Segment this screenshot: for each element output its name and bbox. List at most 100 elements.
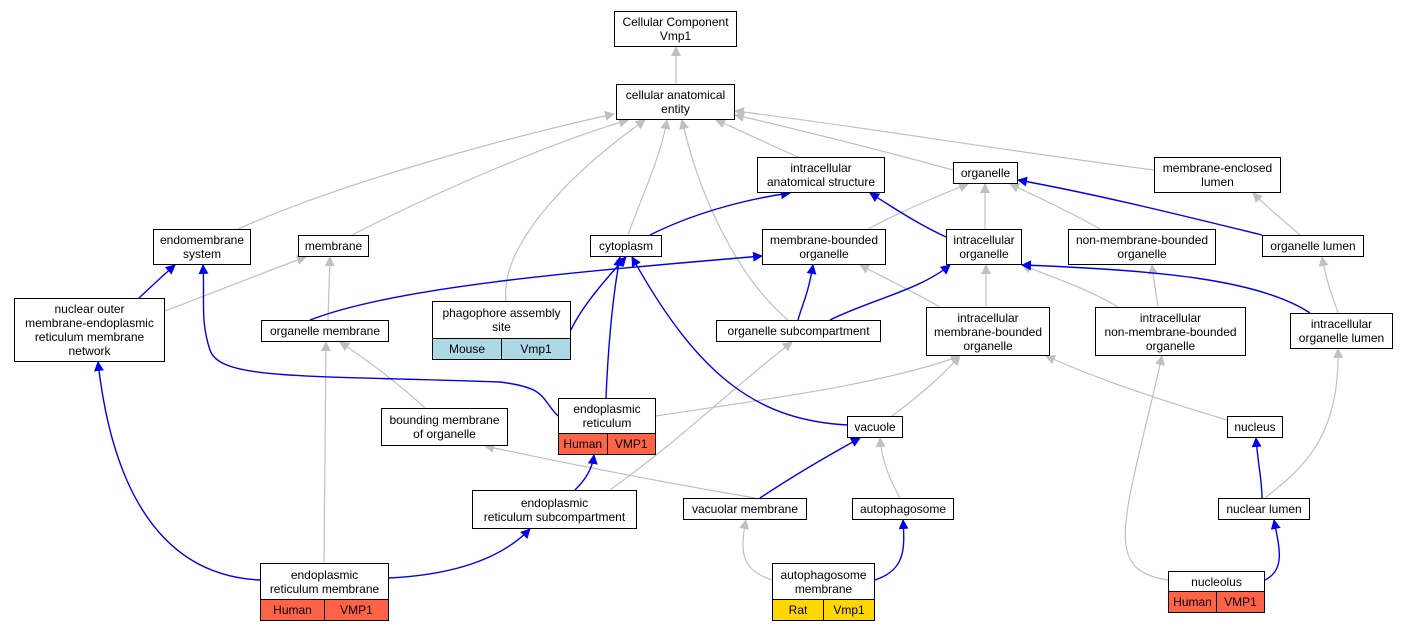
node-label-line: organelle subcompartment [727, 324, 870, 338]
node-nucleus[interactable]: nucleus [1227, 416, 1283, 438]
part-of-edge [94, 361, 261, 581]
is-a-edge [734, 107, 1155, 171]
node-label-line: reticulum membrane [34, 330, 145, 344]
part-of-edge [309, 251, 763, 321]
node-label-line: site [492, 320, 511, 334]
is-a-edge [484, 443, 756, 499]
is-a-edge [655, 354, 961, 417]
node-label-line: intracellular [1310, 317, 1373, 331]
is-a-edge [891, 355, 961, 417]
part-of-edge [1251, 437, 1263, 499]
node-label-line: organelle [799, 247, 849, 261]
part-of-edge [388, 528, 531, 579]
node-organelle[interactable]: organelle [953, 162, 1018, 184]
is-a-edge [627, 119, 671, 236]
node-label-line: Cellular Component [622, 15, 729, 29]
node-label-line: intracellular [790, 161, 852, 175]
is-a-edge [734, 112, 954, 171]
node-label-line: reticulum [582, 416, 632, 430]
node-label-line: cytoplasm [598, 239, 654, 253]
node-label-line: non-membrane-bounded [1104, 324, 1237, 339]
is-a-edge [715, 118, 799, 158]
gene-symbol-tag: VMP1 [606, 434, 656, 454]
is-a-edge [1264, 348, 1344, 499]
node-nuclear-lumen[interactable]: nuclear lumen [1218, 498, 1310, 520]
is-a-edge [351, 117, 629, 236]
node-label-line: organelle [960, 166, 1011, 180]
is-a-edge [1318, 256, 1339, 314]
node-label-line: endoplasmic [520, 495, 589, 510]
node-label-line: nuclear outer [54, 302, 125, 316]
part-of-edge [797, 264, 817, 321]
node-organelle-lumen[interactable]: organelle lumen [1262, 235, 1364, 257]
is-a-edge [1252, 192, 1301, 236]
node-label-line: organelle [959, 247, 1009, 261]
is-a-edge [875, 437, 901, 499]
is-a-edge [324, 256, 335, 321]
part-of-edge [1264, 519, 1281, 581]
node-label-line: membrane [794, 581, 853, 596]
node-label-line: membrane-enclosed [1162, 161, 1273, 175]
node-label-line: nucleolus [1191, 574, 1242, 589]
part-of-edge [138, 264, 176, 299]
node-label-line: anatomical structure [766, 175, 876, 189]
node-vacuole[interactable]: vacuole [847, 416, 903, 438]
node-label-line: membrane-bounded [933, 324, 1043, 339]
node-vacuolar-membrane[interactable]: vacuolar membrane [683, 498, 807, 520]
species-tag: Human [563, 437, 603, 451]
node-label-line: organelle [1117, 247, 1167, 261]
node-label-line: endoplasmic [290, 567, 359, 582]
part-of-edge [1017, 176, 1263, 236]
node-organelle-membrane[interactable]: organelle membrane [261, 320, 389, 342]
is-a-edge [1148, 264, 1159, 308]
species-tag: Rat [788, 603, 808, 617]
node-label-line: phagophore assembly [442, 306, 561, 320]
species-tag: Human [273, 603, 312, 617]
is-a-edge [867, 182, 969, 230]
node-label-line: autophagosome [780, 567, 867, 582]
node-label-line: of organelle [413, 427, 476, 441]
node-label-line: organelle [1145, 338, 1196, 353]
node-label-line: autophagosome [859, 502, 947, 516]
part-of-edge [874, 519, 909, 581]
is-a-edge [859, 264, 941, 308]
node-label-line: membrane-endoplasmic [25, 316, 154, 330]
node-membrane[interactable]: membrane [298, 235, 369, 257]
part-of-edge [829, 264, 951, 321]
part-of-edge [574, 454, 598, 491]
part-of-edge [869, 192, 947, 238]
node-label-line: organelle lumen [1298, 331, 1385, 345]
is-a-edge [1124, 355, 1169, 581]
is-a-edge [320, 341, 331, 564]
part-of-edge [605, 256, 624, 399]
is-a-edge [739, 519, 773, 581]
node-label-line: entity [661, 102, 690, 116]
species-tag: Human [1173, 595, 1212, 609]
node-autophagosome[interactable]: autophagosome [852, 498, 954, 520]
node-organelle-subcompartment[interactable]: organelle subcompartment [716, 320, 881, 342]
gene-symbol-tag: Vmp1 [823, 600, 874, 620]
node-cytoplasm[interactable]: cytoplasm [590, 235, 662, 257]
is-a-edge [679, 119, 789, 321]
species-tag: Mouse [448, 342, 486, 356]
